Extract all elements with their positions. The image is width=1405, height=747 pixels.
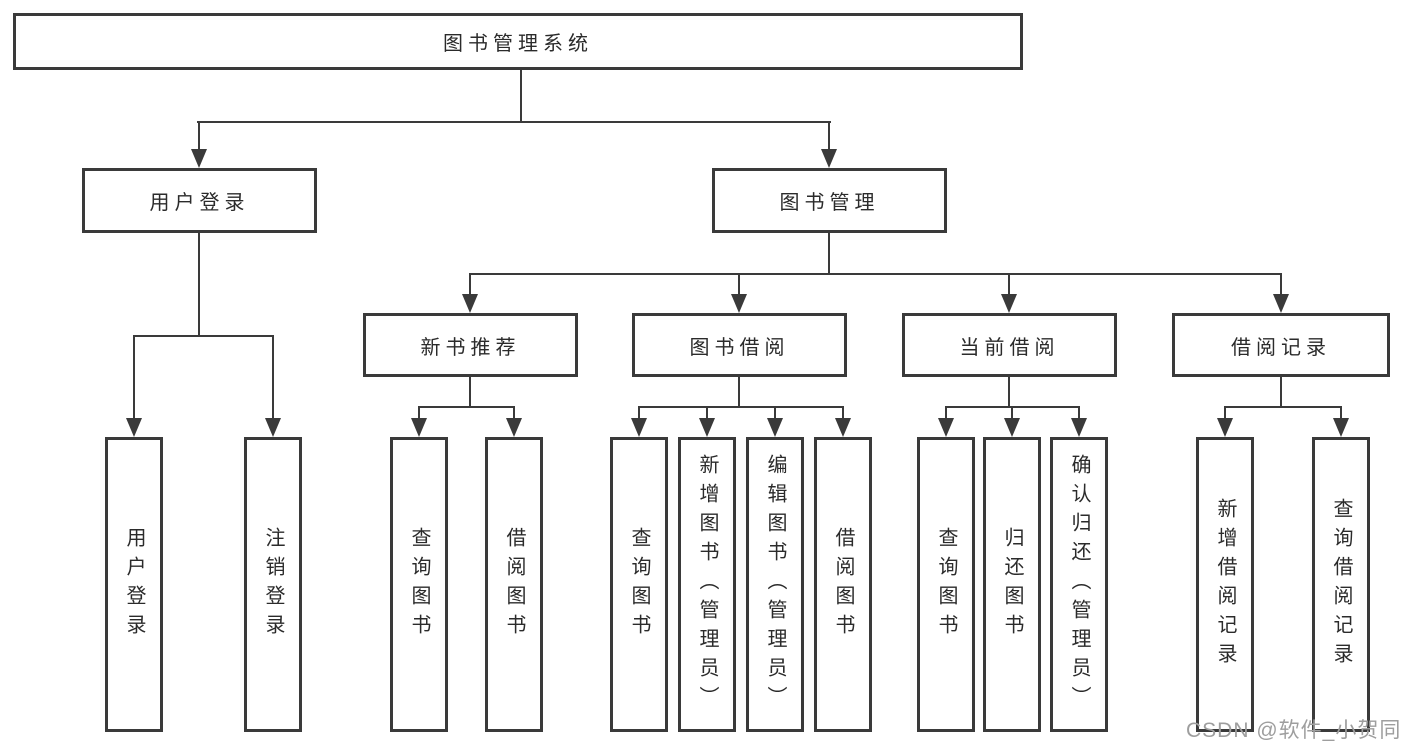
connector-records-trunk [1280, 377, 1282, 406]
arrow-into-borrowing-query [631, 418, 647, 437]
node-book-borrowing: 图书借阅 [632, 313, 847, 377]
arrow-into-borrowing-add [699, 418, 715, 437]
arrow-into-book-management [821, 149, 837, 168]
arrow-into-records-add [1217, 418, 1233, 437]
node-book-management: 图书管理 [712, 168, 947, 233]
leaf-records-add-record: 新增借阅记录 [1196, 437, 1254, 732]
arrow-into-user-login [191, 149, 207, 168]
connector-stub-current-query [945, 406, 947, 420]
node-user-login-label: 用户登录 [149, 192, 250, 214]
connector-stub-book-management [828, 121, 830, 151]
connector-root-split [197, 121, 831, 123]
connector-login-split [133, 335, 274, 337]
connector-stub-new-book-recommend [469, 273, 471, 296]
arrow-into-borrowing-borrow [835, 418, 851, 437]
connector-stub-records-add [1224, 406, 1226, 420]
connector-stub-current-return [1011, 406, 1013, 420]
connector-recommend-trunk [469, 377, 471, 406]
leaf-borrow-borrow-books: 借阅图书 [814, 437, 872, 732]
connector-root-trunk [520, 70, 522, 121]
arrow-into-leaf-user-login [126, 418, 142, 437]
connector-stub-leaf-user-login [133, 335, 135, 420]
node-borrowing-records-label: 借阅记录 [1231, 336, 1331, 359]
connector-stub-borrowing-edit [774, 406, 776, 420]
leaf-current-confirm-return-admin: 确认归还（管理员） [1050, 437, 1108, 732]
connector-stub-borrowing-query [638, 406, 640, 420]
leaf-borrow-query-books: 查询图书 [610, 437, 668, 732]
connector-stub-leaf-logout [272, 335, 274, 420]
leaf-current-query-books: 查询图书 [917, 437, 975, 732]
leaf-recommend-query-books: 查询图书 [390, 437, 448, 732]
arrow-into-current-borrowing [1001, 294, 1017, 313]
leaf-borrow-add-books-admin: 新增图书（管理员） [678, 437, 736, 732]
connector-current-trunk [1008, 377, 1010, 406]
arrow-into-borrowing-edit [767, 418, 783, 437]
leaf-borrow-edit-books-admin: 编辑图书（管理员） [746, 437, 804, 732]
connector-login-trunk [198, 233, 200, 335]
leaf-records-query-record: 查询借阅记录 [1312, 437, 1370, 732]
node-book-management-label: 图书管理 [779, 192, 880, 214]
node-user-login: 用户登录 [82, 168, 317, 233]
connector-stub-current-confirm [1078, 406, 1080, 420]
connector-stub-recommend-query [418, 406, 420, 420]
arrow-into-borrowing-records [1273, 294, 1289, 313]
connector-stub-borrowing-borrow [842, 406, 844, 420]
connector-stub-recommend-borrow [513, 406, 515, 420]
leaf-user-login: 用户登录 [105, 437, 163, 732]
connector-stub-records-query [1340, 406, 1342, 420]
connector-borrowing-trunk [738, 377, 740, 406]
node-root-label: 图书管理系统 [443, 33, 593, 55]
leaf-current-return-books: 归还图书 [983, 437, 1041, 732]
connector-management-trunk [828, 233, 830, 273]
node-current-borrowing: 当前借阅 [902, 313, 1117, 377]
node-new-book-recommend-label: 新书推荐 [420, 336, 521, 359]
connector-stub-user-login [198, 121, 200, 151]
arrow-into-recommend-borrow [506, 418, 522, 437]
arrow-into-current-confirm [1071, 418, 1087, 437]
arrow-into-current-return [1004, 418, 1020, 437]
node-new-book-recommend: 新书推荐 [363, 313, 578, 377]
connector-stub-borrowing-records [1280, 273, 1282, 296]
connector-borrowing-split [638, 406, 844, 408]
connector-records-split [1224, 406, 1342, 408]
connector-management-split [469, 273, 1281, 275]
arrow-into-new-book-recommend [462, 294, 478, 313]
connector-stub-borrowing-add [706, 406, 708, 420]
arrow-into-book-borrowing [731, 294, 747, 313]
leaf-logout: 注销登录 [244, 437, 302, 732]
node-current-borrowing-label: 当前借阅 [959, 336, 1060, 359]
node-book-borrowing-label: 图书借阅 [689, 336, 790, 359]
arrow-into-records-query [1333, 418, 1349, 437]
connector-stub-current-borrowing [1008, 273, 1010, 296]
leaf-recommend-borrow-books: 借阅图书 [485, 437, 543, 732]
arrow-into-leaf-logout [265, 418, 281, 437]
node-root-library-system: 图书管理系统 [13, 13, 1023, 70]
connector-stub-book-borrowing [738, 273, 740, 296]
csdn-watermark: CSDN @软件_小贺同学 [1186, 719, 1402, 742]
arrow-into-current-query [938, 418, 954, 437]
arrow-into-recommend-query [411, 418, 427, 437]
node-borrowing-records: 借阅记录 [1172, 313, 1390, 377]
connector-recommend-split [418, 406, 515, 408]
